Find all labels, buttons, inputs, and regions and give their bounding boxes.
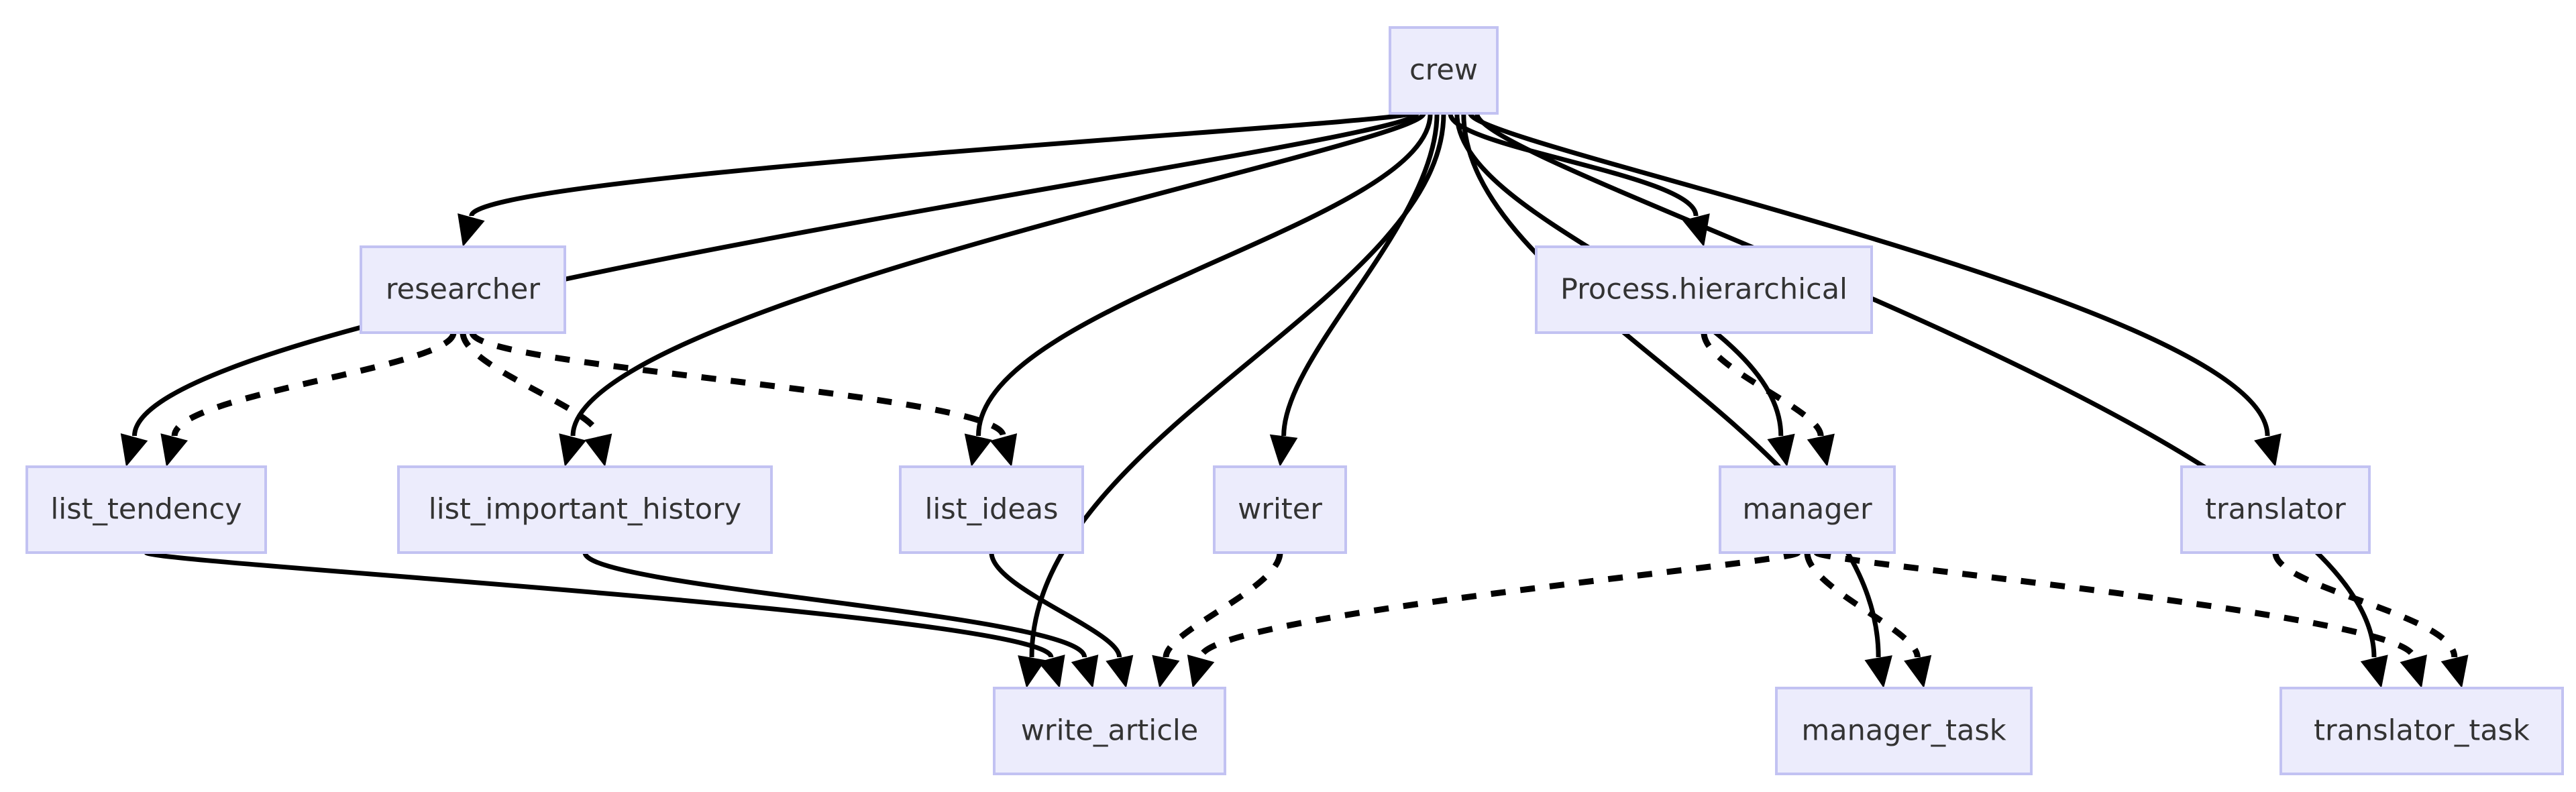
node-box-write_article[interactable] — [993, 687, 1226, 775]
node-box-manager_task[interactable] — [1775, 687, 2033, 775]
node-researcher[interactable]: researcher — [360, 245, 566, 334]
node-box-process_hierarchical[interactable] — [1535, 245, 1873, 334]
nodes-layer: crew researcher Process.hierarchical list_t… — [25, 26, 2564, 775]
edge-crew-to-translator_task — [1474, 113, 2377, 658]
arrowhead-crew-to-translator — [2254, 433, 2282, 467]
node-list_tendency[interactable]: list_tendency — [25, 465, 267, 554]
arrowhead-crew-to-translator_task — [2360, 655, 2388, 688]
node-list_important_history[interactable]: list_important_history — [397, 465, 773, 554]
node-box-translator_task[interactable] — [2279, 687, 2564, 775]
arrowhead-manager-to-manager_task — [1904, 655, 1932, 688]
arrowhead-manager-to-translator_task — [2400, 655, 2427, 688]
node-label-list_ideas: list_ideas — [924, 493, 1058, 526]
node-label-manager: manager — [1742, 493, 1872, 526]
arrowhead-crew-to-list_tendency — [120, 433, 148, 467]
node-crew[interactable]: crew — [1389, 26, 1499, 115]
arrowhead-manager-to-write_article — [1187, 655, 1215, 688]
node-box-list_ideas[interactable] — [899, 465, 1084, 554]
edge-crew-to-list_important_history — [570, 112, 1426, 437]
edge-crew-to-researcher — [469, 111, 1413, 217]
edge-crew-to-write_article — [1029, 113, 1446, 658]
arrowhead-writer-to-write_article — [1152, 655, 1180, 688]
edge-crew-to-manager_task — [1461, 113, 1881, 658]
edge-manager-to-write_article — [1198, 549, 1801, 659]
edge-crew-to-list_ideas — [976, 113, 1433, 437]
edge-researcher-to-list_tendency — [171, 331, 457, 437]
arrowhead-researcher-to-list_ideas — [989, 433, 1018, 467]
edge-list_tendency-to-write_article — [144, 550, 1054, 659]
edge-crew-to-list_tendency — [131, 111, 1419, 437]
node-box-researcher[interactable] — [360, 245, 566, 334]
node-label-write_article: write_article — [1021, 714, 1199, 748]
edge-process_hierarchical-to-manager — [1701, 332, 1824, 437]
node-box-writer[interactable] — [1213, 465, 1347, 554]
edge-crew-to-translator — [1468, 112, 2270, 437]
arrowhead-process_hierarchical-to-manager — [1807, 433, 1835, 467]
node-box-crew[interactable] — [1389, 26, 1499, 115]
arrowhead-crew-to-writer — [1269, 434, 1298, 467]
edge-researcher-to-list_ideas — [469, 331, 1006, 437]
edge-manager-to-manager_task — [1804, 552, 1921, 658]
node-box-manager[interactable] — [1719, 465, 1896, 554]
arrowhead-crew-to-manager_task — [1864, 655, 1892, 688]
node-writer[interactable]: writer — [1213, 465, 1347, 554]
node-label-list_tendency: list_tendency — [50, 493, 241, 526]
arrowhead-crew-to-write_article — [1018, 655, 1046, 688]
edge-list_ideas-to-write_article — [989, 552, 1122, 658]
node-manager_task[interactable]: manager_task — [1775, 687, 2033, 775]
node-translator_task[interactable]: translator_task — [2279, 687, 2564, 775]
node-write_article[interactable]: write_article — [993, 687, 1226, 775]
node-label-list_important_history: list_important_history — [429, 493, 742, 526]
node-box-list_tendency[interactable] — [25, 465, 267, 554]
node-label-crew: crew — [1409, 54, 1478, 87]
edge-translator-to-translator_task — [2272, 552, 2458, 658]
node-box-translator[interactable] — [2180, 465, 2371, 554]
node-label-translator_task: translator_task — [2314, 714, 2530, 748]
node-manager[interactable]: manager — [1719, 465, 1896, 554]
edge-list_important_history-to-write_article — [582, 551, 1087, 659]
node-box-list_important_history[interactable] — [397, 465, 773, 554]
edge-writer-to-write_article — [1163, 552, 1283, 658]
arrowhead-list_tendency-to-write_article — [1038, 655, 1065, 688]
edge-researcher-to-list_important_history — [460, 332, 602, 437]
arrowhead-researcher-to-list_important_history — [584, 433, 612, 467]
edge-crew-to-writer — [1281, 113, 1440, 437]
arrowhead-translator-to-translator_task — [2440, 655, 2469, 688]
arrowhead-researcher-to-list_tendency — [160, 433, 188, 467]
arrowhead-crew-to-list_important_history — [559, 433, 586, 467]
node-label-manager_task: manager_task — [1801, 714, 2006, 748]
node-label-researcher: researcher — [386, 273, 540, 306]
arrowhead-crew-to-researcher — [458, 213, 485, 247]
edge-manager-to-translator_task — [1813, 549, 2416, 659]
arrowhead-list_ideas-to-write_article — [1106, 655, 1134, 688]
arrowhead-list_important_history-to-write_article — [1071, 655, 1099, 688]
arrowhead-crew-to-manager — [1767, 433, 1795, 467]
node-label-process_hierarchical: Process.hierarchical — [1560, 273, 1847, 306]
node-label-translator: translator — [2205, 493, 2346, 526]
node-label-writer: writer — [1238, 493, 1322, 526]
node-translator[interactable]: translator — [2180, 465, 2371, 554]
node-process_hierarchical[interactable]: Process.hierarchical — [1535, 245, 1873, 334]
node-list_ideas[interactable]: list_ideas — [899, 465, 1084, 554]
arrowhead-crew-to-list_ideas — [964, 433, 992, 467]
edges-layer — [120, 111, 2469, 688]
